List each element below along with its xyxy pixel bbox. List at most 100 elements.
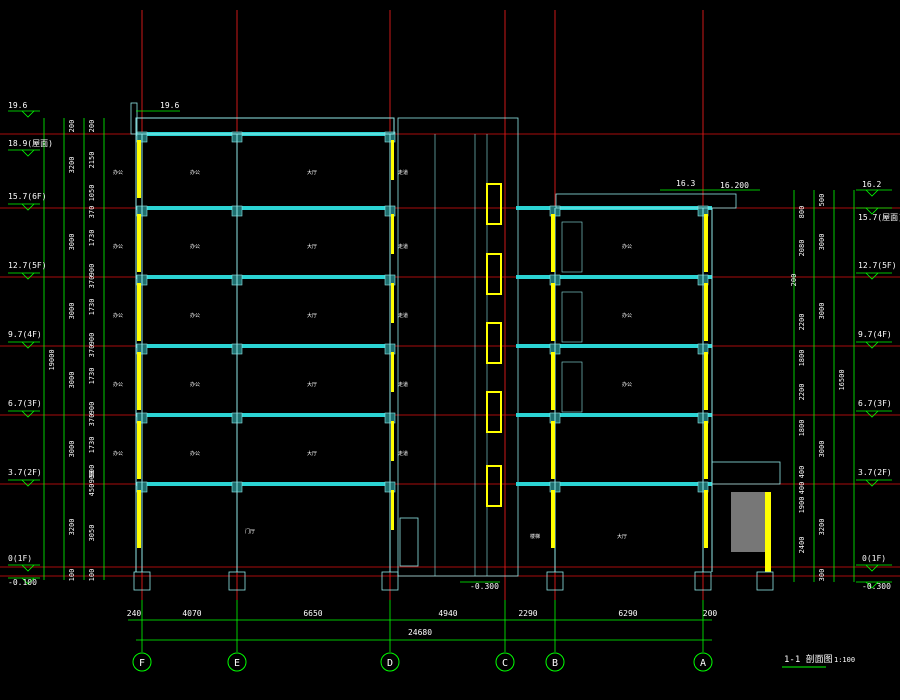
level-lines [0,110,900,589]
axis-bubble-label-D: D [387,658,393,669]
window-right [391,490,394,530]
window-right-block [551,421,555,479]
window-right [391,352,394,392]
stair-window [486,183,502,225]
drawing-title: 1-1 剖面图 [784,653,833,665]
ground-elevation-center: -0.300 [470,582,499,591]
room-label: 大厅 [307,312,317,319]
dim-label: 370 [88,414,96,427]
right-level-labels: 16.2 15.7(屋面) 12.7(5F) 9.7(4F) 6.7(3F) 3… [858,180,900,591]
stair-window [486,322,502,364]
window-right-block [704,214,708,272]
level-triangle [865,581,879,589]
window-right [391,214,394,254]
room-label: 大厅 [617,533,627,540]
footing [756,571,774,591]
stair-window [486,253,502,295]
room-label: 大厅 [307,450,317,457]
level-triangle [21,479,35,487]
stair-window [486,391,502,433]
level-triangle [21,410,35,418]
room-label: 办公 [190,312,200,319]
dim-label: 3000 [68,372,76,389]
dim-label: 1800 [798,350,806,367]
footing [546,571,564,591]
room-label: 办公 [113,450,123,457]
axis-bubble-label-B: B [552,658,558,669]
bottom-dimension-text: 240 4070 6650 4940 2290 6290 200 24680 [127,609,718,637]
door-frame [561,221,583,273]
axis-grid-lines [141,10,704,652]
left-level-label: 3.7(2F) [8,468,42,477]
axis-bubble-label-E: E [234,658,240,669]
dim-label: 900 [88,471,96,484]
room-label: 办公 [622,312,632,319]
level-triangle [865,410,879,418]
dim-label: 3000 [68,234,76,251]
dim-label: 2150 [88,152,96,169]
dim-label: 3000 [68,441,76,458]
roof-parapet [135,117,395,135]
dim-label: 24680 [408,628,432,637]
roof-elevation-left: 19.6 [160,101,179,110]
roof-elevation-right-a: 16.3 [676,179,695,188]
room-label: 大厅 [307,381,317,388]
dimension-chains [43,110,855,641]
window-right-block [704,421,708,479]
dim-label: 900 [88,402,96,415]
window-right-block [551,283,555,341]
door-frame [561,361,583,413]
floor-slab [516,482,712,486]
floor-slab [136,275,395,279]
floor-slab [516,275,712,279]
left-level-label: 19.6 [8,101,27,110]
annex-roof [711,461,781,485]
dim-label: 1050 [88,185,96,202]
dim-label: 800 [798,206,806,219]
right-dimension-text: 3000 3000 3000 3200 16500 500 300 800 20… [790,194,846,582]
right-level-label: 6.7(3F) [858,399,892,408]
left-level-label: 15.7(6F) [8,192,47,201]
floor-slab [136,344,395,348]
right-level-label: 12.7(5F) [858,261,897,270]
floor-slab [516,344,712,348]
footing [133,571,151,591]
left-level-labels: 19.6 18.9(屋面) 15.7(6F) 12.7(5F) 9.7(4F) … [8,101,53,587]
dim-label: 4070 [182,609,201,618]
axis-bubble-label-F: F [139,658,145,669]
dim-label: 370 [88,276,96,289]
level-triangle [21,272,35,280]
dim-label: 100 [88,569,96,582]
left-dimension-text: 3200 3000 3000 3000 3000 3200 19000 200 … [48,120,96,582]
dim-label: 2080 [798,240,806,257]
right-level-label: 9.7(4F) [858,330,892,339]
window-left [137,490,141,548]
dim-label: 240 [127,609,142,618]
window-right [391,283,394,323]
dim-label: 2200 [798,384,806,401]
level-triangle [865,479,879,487]
dim-label: 3200 [68,519,76,536]
dim-label: 3200 [68,157,76,174]
floor-slab [136,413,395,417]
room-label: 办公 [190,243,200,250]
dim-label: 3050 [88,525,96,542]
door-frame [561,291,583,343]
dim-label: 3000 [818,303,826,320]
dim-label: 1730 [88,230,96,247]
dim-label: 400 [798,482,806,495]
level-triangle [21,203,35,211]
dim-label: 370 [88,206,96,219]
window-right-block [551,214,555,272]
dim-label: 900 [88,264,96,277]
room-label: 楼梯 [530,533,540,540]
left-level-label: 9.7(4F) [8,330,42,339]
dim-label: 16500 [838,369,846,390]
level-triangle [21,149,35,157]
window-left [137,352,141,410]
dim-label: 2290 [518,609,537,618]
dim-label: 3000 [818,441,826,458]
right-level-label: 3.7(2F) [858,468,892,477]
drawing-scale: 1:100 [834,656,855,664]
